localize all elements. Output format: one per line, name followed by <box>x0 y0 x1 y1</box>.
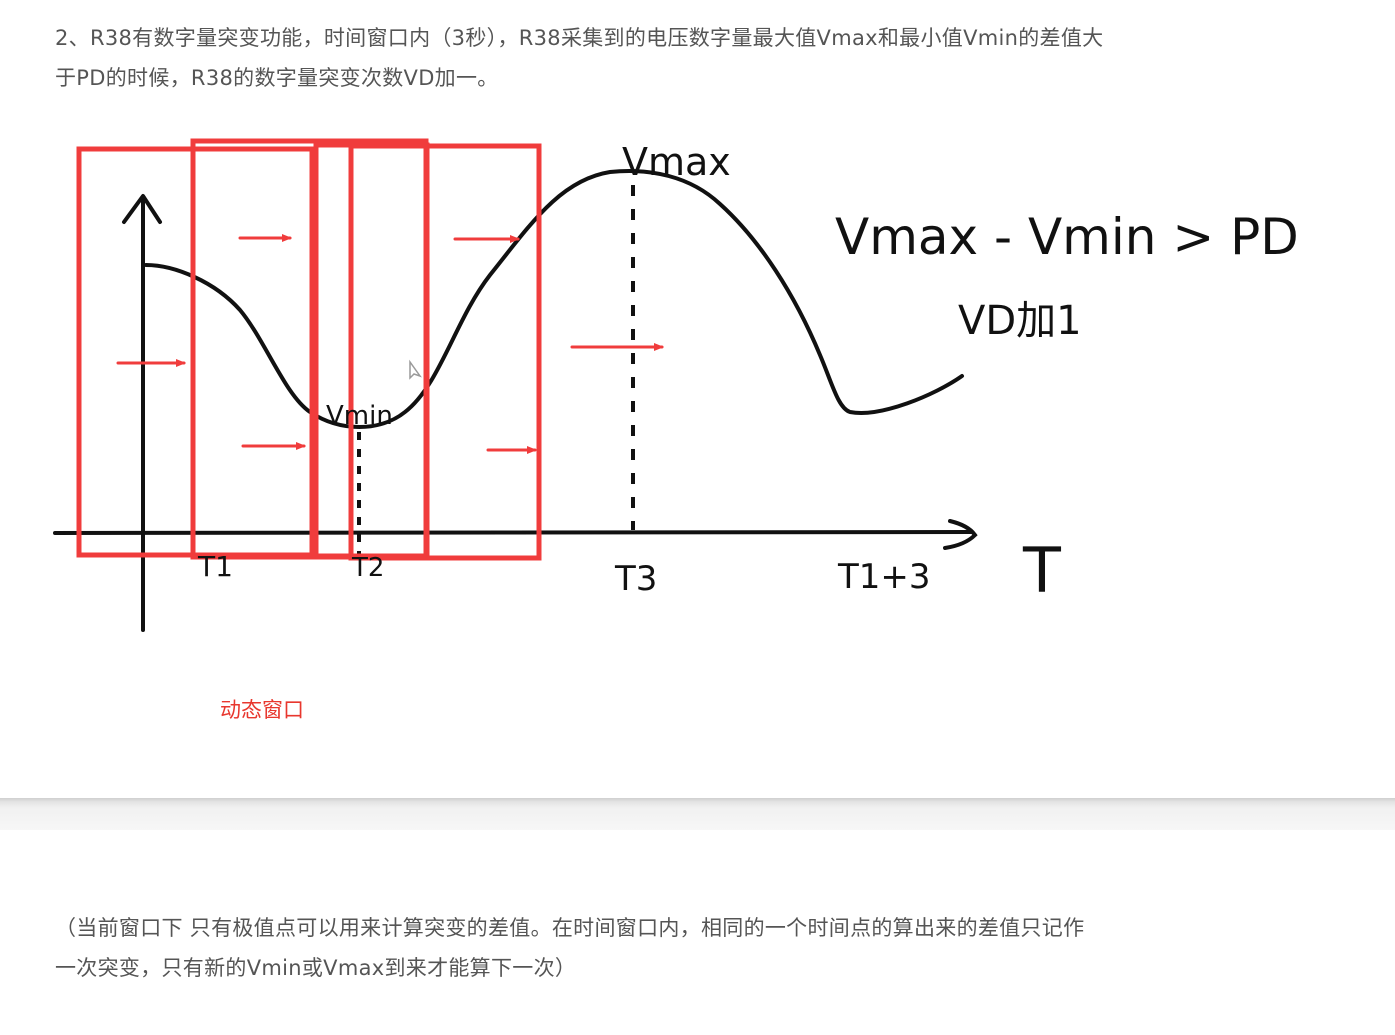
section-divider <box>0 798 1395 830</box>
voltage-curve <box>144 169 964 429</box>
y-axis <box>122 194 162 632</box>
description-paragraph: 2、R38有数字量突变功能，时间窗口内（3秒），R38采集到的电压数字量最大值V… <box>55 18 1275 98</box>
note-line-1: （当前窗口下 只有极值点可以用来计算突变的差值。在时间窗口内，相同的一个时间点的… <box>55 916 1085 940</box>
cursor-icon <box>409 359 422 380</box>
x-axis <box>53 519 978 550</box>
t1-tick-label: T1 <box>197 550 233 583</box>
sliding-windows <box>76 138 542 561</box>
window-motion-arrows <box>116 234 664 454</box>
window-3 <box>313 142 430 559</box>
formula-label: Vmax - Vmin > PD <box>835 208 1299 266</box>
description-line-1: 2、R38有数字量突变功能，时间窗口内（3秒），R38采集到的电压数字量最大值V… <box>55 26 1104 50</box>
note-paragraph: （当前窗口下 只有极值点可以用来计算突变的差值。在时间窗口内，相同的一个时间点的… <box>55 908 1275 988</box>
dynamic-window-diagram: Vmax Vmin Vmax - Vmin > PD VD加1 T1 T2 T3… <box>53 138 1299 632</box>
dynamic-window-caption: 动态窗口 <box>220 698 304 722</box>
vmax-label: Vmax <box>622 140 731 184</box>
note-line-2: 一次突变，只有新的Vmin或Vmax到来才能算下一次） <box>55 956 577 980</box>
t2-tick-label: T2 <box>351 553 384 583</box>
time-axis-label: T <box>1022 534 1062 607</box>
window-4 <box>348 143 542 561</box>
result-label: VD加1 <box>958 298 1082 344</box>
t1-plus-3-tick-label: T1+3 <box>837 557 931 597</box>
vmin-label: Vmin <box>326 401 393 431</box>
description-line-2: 于PD的时候，R38的数字量突变次数VD加一。 <box>55 66 499 90</box>
t3-tick-label: T3 <box>614 559 657 599</box>
